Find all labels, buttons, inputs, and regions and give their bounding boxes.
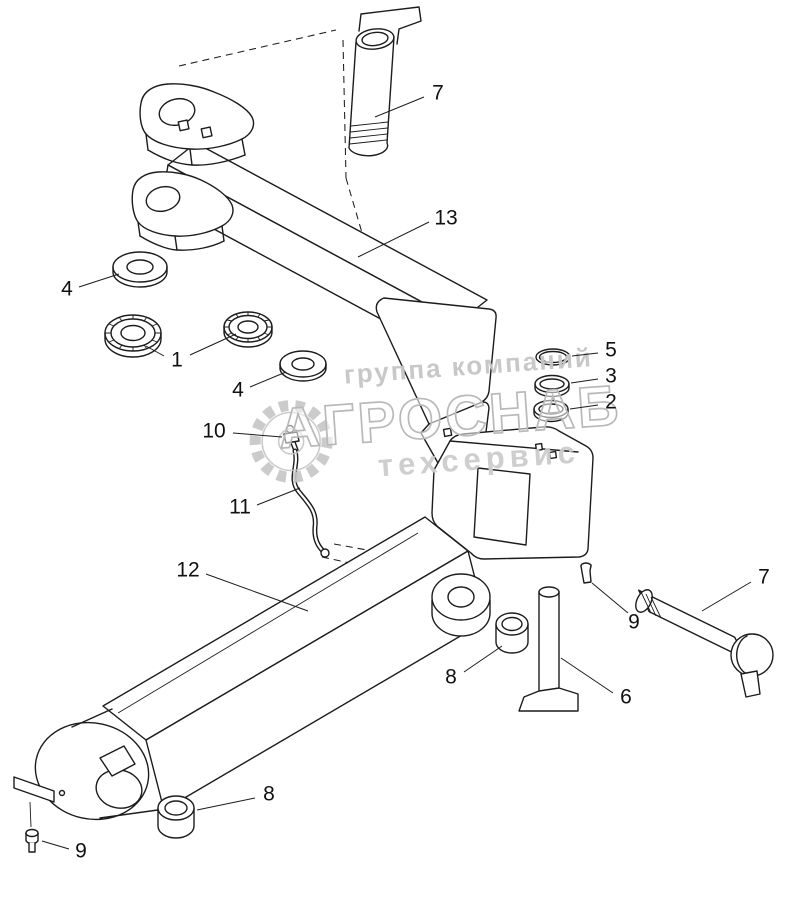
svg-text:2: 2 (605, 391, 617, 414)
lower-beam-head-bracket (431, 426, 594, 560)
callout-13: 13 (357, 207, 458, 258)
svg-text:8: 8 (263, 783, 275, 806)
castle-nut-1-left (104, 314, 162, 358)
svg-text:6: 6 (620, 686, 632, 709)
svg-text:7: 7 (758, 566, 770, 589)
snap-ring-5 (535, 348, 571, 366)
callout-4-center: 4 (232, 371, 287, 402)
svg-text:9: 9 (75, 840, 87, 863)
svg-text:11: 11 (229, 496, 251, 519)
bolt-9-left (25, 828, 39, 853)
callout-2: 2 (569, 391, 617, 414)
head-slot (473, 467, 531, 546)
castle-nut-1-right (223, 311, 273, 348)
callout-4-upper: 4 (61, 273, 120, 301)
svg-text:3: 3 (605, 365, 617, 388)
ring-3 (534, 374, 570, 398)
callout-5: 5 (571, 339, 617, 362)
svg-text:5: 5 (605, 339, 617, 362)
svg-text:13: 13 (434, 207, 457, 230)
svg-text:9: 9 (628, 611, 640, 634)
callout-7-top: 7 (374, 82, 444, 118)
callout-9-right: 9 (591, 582, 640, 634)
hinge-pin-7-right (635, 589, 774, 698)
washer-4-upper (112, 251, 168, 288)
lower-drawbar-beam-12 (13, 516, 487, 828)
svg-text:10: 10 (202, 420, 225, 443)
ring-2 (533, 399, 569, 423)
bushing-8-left (157, 795, 195, 839)
bolt-9-right (580, 562, 592, 584)
pivot-boss (431, 573, 491, 637)
svg-text:4: 4 (232, 379, 244, 402)
callout-9-left: 9 (41, 840, 87, 863)
base-plate (13, 776, 55, 803)
callout-6: 6 (560, 657, 632, 709)
svg-text:1: 1 (171, 349, 183, 372)
callout-labels: 7 13 4 1 4 5 3 2 10 11 12 (41, 82, 770, 863)
callout-8-right: 8 (445, 645, 503, 689)
hitch-clevis-upper-plate (139, 83, 255, 166)
svg-text:12: 12 (176, 559, 199, 582)
callout-8-left: 8 (196, 783, 275, 811)
washer-4-center (279, 350, 327, 382)
svg-text:8: 8 (445, 666, 457, 689)
gear-icon (249, 399, 333, 483)
locking-pin-7-top (348, 6, 422, 157)
callout-11: 11 (229, 487, 301, 519)
svg-text:7: 7 (432, 82, 444, 105)
bushing-8-right (495, 612, 529, 654)
svg-text:4: 4 (61, 278, 73, 301)
callout-7-right: 7 (701, 566, 770, 612)
callout-12: 12 (176, 559, 309, 612)
callout-1: 1 (145, 333, 237, 372)
callout-3: 3 (570, 365, 617, 388)
hitch-clevis-lower-plate (131, 171, 234, 251)
anchor-pin-6 (518, 586, 579, 712)
callout-10: 10 (202, 420, 283, 443)
